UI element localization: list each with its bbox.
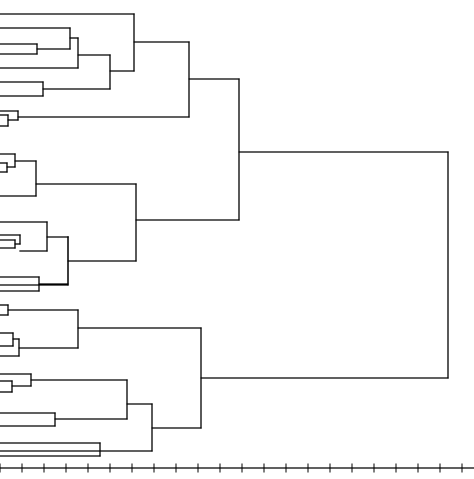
- dendrogram-links: [0, 13, 449, 457]
- x-axis: [0, 463, 474, 473]
